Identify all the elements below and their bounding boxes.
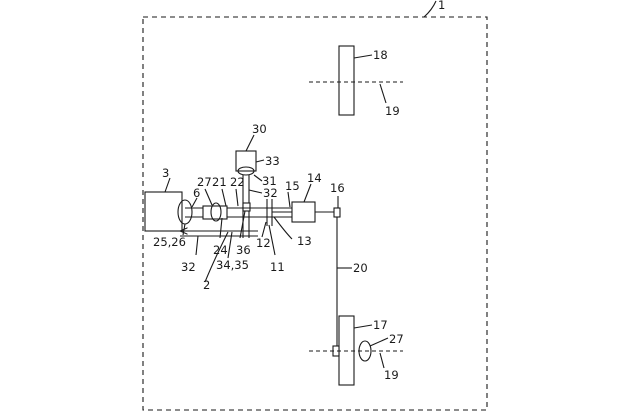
leader-36 (239, 210, 246, 239)
label-36: 36 (236, 243, 251, 257)
unit-14 (291, 201, 316, 223)
leader-18 (353, 54, 373, 59)
label-6: 6 (193, 186, 200, 200)
label-11: 11 (270, 260, 285, 274)
leader-3 (164, 177, 171, 193)
label-18: 18 (373, 48, 388, 62)
leader-31 (253, 174, 263, 182)
label-17: 17 (373, 318, 388, 332)
gear-21 (202, 205, 228, 220)
label-20: 20 (353, 261, 368, 275)
leader-17 (353, 324, 373, 329)
gear-16 (333, 207, 341, 218)
leader-1 (423, 0, 437, 18)
leader-24 (219, 217, 223, 239)
label-14: 14 (307, 171, 322, 185)
leader-32a (248, 189, 263, 194)
label-27b: 27 (389, 332, 404, 346)
engine-3 (144, 191, 183, 232)
leader-25-26 (182, 223, 186, 236)
leader-27b (369, 337, 389, 347)
label-27a: 27 (197, 175, 212, 189)
leader-27a (204, 188, 213, 206)
label-25-26: 25,26 (153, 235, 186, 249)
leader-22 (235, 188, 239, 207)
leader-32b (195, 235, 199, 256)
coupling-31 (237, 166, 255, 176)
label-24: 24 (213, 243, 228, 257)
label-2: 2 (203, 278, 210, 292)
leader-19b (379, 352, 385, 369)
label-1: 1 (438, 0, 445, 12)
joint-22 (242, 202, 251, 212)
wheel-18 (338, 45, 355, 116)
leader-21 (221, 188, 227, 207)
label-16: 16 (330, 181, 345, 195)
label-22: 22 (230, 175, 245, 189)
label-33: 33 (265, 154, 280, 168)
rotation-27-left (210, 202, 222, 222)
leader-30 (245, 134, 255, 152)
leader-14 (303, 183, 312, 203)
leader-33 (255, 159, 265, 163)
leader-19a (379, 83, 387, 104)
label-34-35: 34,35 (216, 258, 249, 272)
label-12: 12 (256, 236, 271, 250)
label-13: 13 (297, 234, 312, 248)
label-3: 3 (162, 166, 169, 180)
unit-30 (235, 150, 257, 172)
label-21: 21 (212, 175, 227, 189)
label-32a: 32 (263, 186, 278, 200)
label-19b: 19 (384, 368, 399, 382)
label-32b: 32 (181, 260, 196, 274)
leader-12 (261, 221, 267, 238)
label-19a: 19 (385, 104, 400, 118)
label-30: 30 (252, 122, 267, 136)
vehicle-boundary (142, 16, 488, 411)
leader-15 (287, 191, 291, 208)
leader-2 (204, 231, 229, 283)
rotation-27-right (358, 340, 372, 362)
label-15: 15 (285, 179, 300, 193)
leader-34-35 (227, 231, 233, 259)
leader-6 (191, 197, 198, 208)
leader-11 (268, 224, 276, 256)
label-31: 31 (262, 174, 277, 188)
leader-13 (273, 216, 293, 240)
